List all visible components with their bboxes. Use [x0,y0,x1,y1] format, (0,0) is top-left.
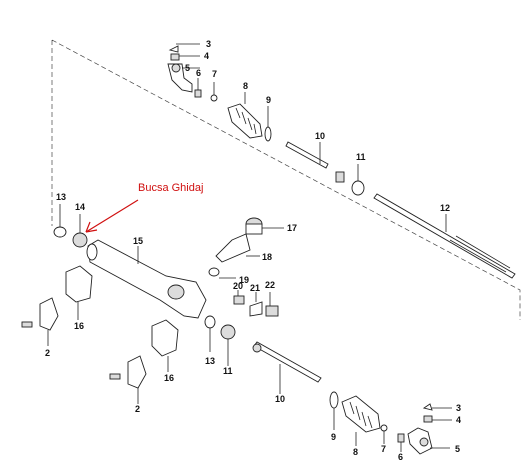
callout-10: 10 [315,131,325,141]
callout-4: 4 [204,51,209,61]
callout-7b: 7 [381,444,386,454]
callout-7: 7 [212,69,217,79]
callout-9b: 9 [331,432,336,442]
callout-17: 17 [287,223,297,233]
callout-18: 18 [262,252,272,262]
callout-19: 19 [239,275,249,285]
callout-5b: 5 [455,444,460,454]
callout-labels: 3 4 5 6 7 8 9 10 11 12 13 14 15 16 2 17 … [45,39,461,462]
lower-tie-rod-assembly [109,315,452,455]
callout-8b: 8 [353,447,358,457]
callout-9: 9 [266,95,271,105]
callout-13: 13 [56,192,66,202]
callout-13b: 13 [205,356,215,366]
callout-12: 12 [440,203,450,213]
exploded-view-frame [51,39,521,320]
callout-4b: 4 [456,415,461,425]
callout-10b: 10 [275,394,285,404]
callout-16: 16 [74,321,84,331]
bushing-annotation: Bucsa Ghidaj [85,182,203,233]
rack-housing-assembly [21,204,207,346]
callout-2b: 2 [135,404,140,414]
callout-14: 14 [75,202,85,212]
callout-5: 5 [185,63,190,73]
callout-3: 3 [206,39,211,49]
callout-11: 11 [356,152,366,162]
callout-6: 6 [196,68,201,78]
callout-8: 8 [243,81,248,91]
callout-20: 20 [233,281,243,291]
callout-6b: 6 [398,452,403,462]
pinion-assembly [208,217,284,317]
annotation-label: Bucsa Ghidaj [138,182,203,194]
callout-2: 2 [45,348,50,358]
upper-tie-rod-end-assembly [167,43,516,279]
callout-3b: 3 [456,403,461,413]
callout-11b: 11 [223,366,233,376]
callout-22: 22 [265,280,275,290]
callout-15: 15 [133,236,143,246]
callout-21: 21 [250,283,260,293]
callout-16b: 16 [164,373,174,383]
